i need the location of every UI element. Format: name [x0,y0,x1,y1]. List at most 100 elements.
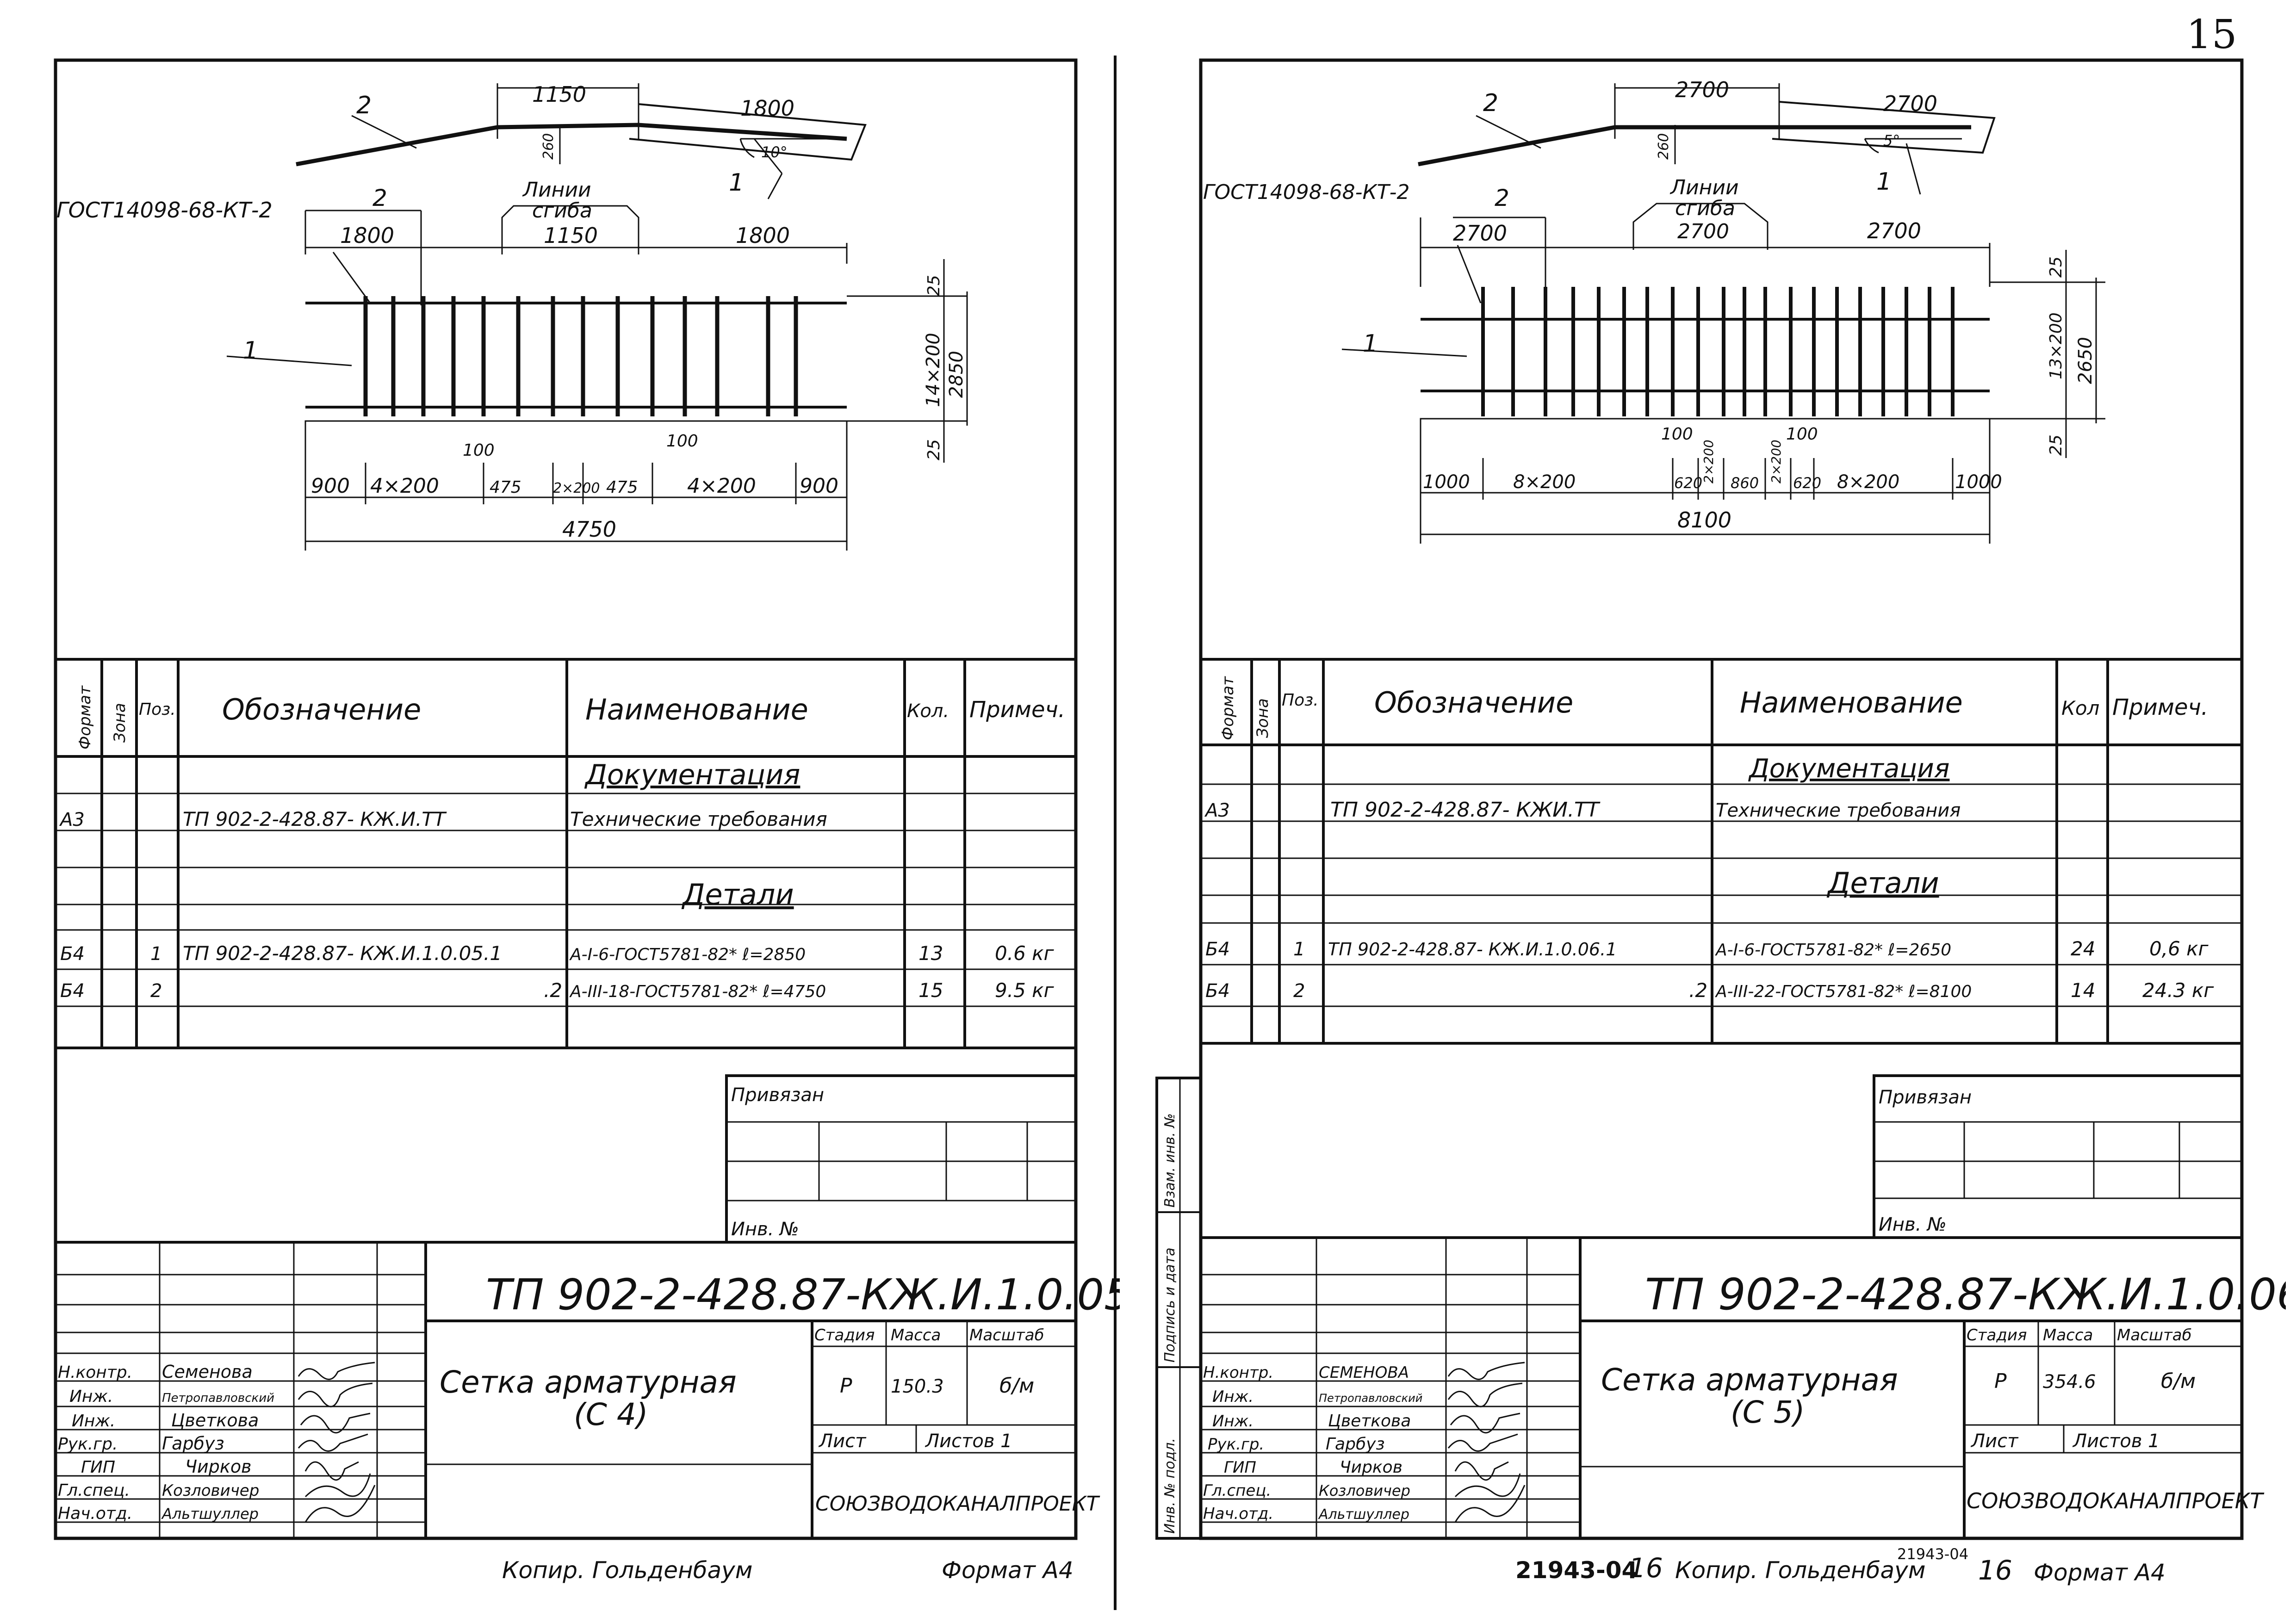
row-name: А-III-22-ГОСТ5781-82* ℓ=8100 [1715,982,1972,1001]
profile-dimension-box [1772,101,1996,154]
plan-dim-mid: 1150 [544,223,598,248]
bottom-dim: 900 [800,474,838,498]
mass-value: 150.3 [891,1376,944,1397]
signatures [298,1362,376,1523]
stage-value: Р [840,1374,852,1398]
mass-value: 354.6 [2043,1371,2096,1393]
role-label: Нач.отд. [58,1504,132,1523]
scale-label: Масштаб [2117,1326,2192,1344]
mesh-plan-view: ГОСТ14098-68-КТ-2 2 Линии сгиба 1800 115… [56,178,968,551]
row-note: 0.6 кг [995,942,1055,965]
section-details: Детали [681,878,794,911]
bend-lines-label-2: сгиба [1675,197,1735,220]
col-header-qty: Кол [2061,697,2099,719]
person-name: Петропавловский [1319,1392,1422,1405]
scale-value: б/м [2161,1369,2196,1393]
binding-block: Привязан Инв. № [725,1074,1077,1244]
format-note-left: Формат А4 [942,1557,1074,1584]
col-header-pos: Поз. [139,700,176,719]
plan-dim-total-height: 2850 [946,351,967,398]
plan-dim-100-a: 100 [463,441,495,460]
role-label: Инж. [69,1387,113,1406]
drawing-sheet-left: 2 1150 1800 260 10° 1 ГОСТ14098-68-КТ-2 … [54,58,1120,1540]
fold-line [1114,56,1117,1610]
person-name: Козловичер [162,1481,259,1500]
row-name: А-I-6-ГОСТ5781-82* ℓ=2650 [1715,941,1951,960]
plan-dim-total: 8100 [1677,508,1731,533]
transverse-bars [363,296,798,416]
plan-dim-100-b: 100 [666,432,698,451]
row-qty: 15 [918,979,943,1002]
bottom-dim: 4×200 [687,474,756,498]
person-name: Петропавловский [162,1391,274,1405]
bottom-dim: 2×200 [1701,440,1716,483]
role-label: Инж. [1212,1388,1253,1406]
bend-lines-label-1: Линии [522,178,591,202]
section-documentation: Документация [1748,754,1949,784]
bent-bar [296,123,847,167]
bottom-dim: 2×200 [553,480,600,496]
transverse-bars [1481,287,1955,416]
row-pos: 2 [150,980,162,1002]
row-pos: 2 [1293,980,1305,1002]
sheets-count-label: Листов 1 [2072,1431,2160,1452]
col-header-format: Формат [1219,676,1237,740]
profile-dimension-box [629,103,867,161]
row-designation: ТП 902-2-428.87- КЖ.И.1.0.05.1 [183,942,502,965]
row-qty: 13 [918,942,943,965]
bent-bar [1418,125,1971,167]
bottom-dim: 8×200 [1837,471,1899,493]
row-name: А-I-6-ГОСТ5781-82* ℓ=2850 [569,945,806,964]
plan-dim-mid: 2700 [1677,220,1729,243]
mass-label: Масса [2043,1326,2093,1344]
plan-dim-100-a: 100 [1661,425,1693,444]
profile-pos-1: 1 [729,169,744,197]
role-label: Гл.спец. [1203,1481,1271,1500]
bottom-dim: 620 [1674,474,1702,492]
bottom-dim: 1000 [1955,471,2002,493]
document-code: ТП 902-2-428.87-КЖ.И.1.0.05 [486,1270,1120,1319]
plan-dim-spacing: 13×200 [2047,312,2066,379]
sheet-label: Лист [818,1431,867,1452]
col-header-designation: Обозначение [1374,686,1573,719]
mass-label: Масса [891,1326,941,1344]
copied-by-right: Копир. Гольденбаум [1675,1557,1926,1584]
row-pos: 1 [1293,939,1305,960]
person-name: Альтшуллер [1318,1506,1409,1523]
row-format: Б4 [1205,939,1230,960]
plan-dim-total: 4750 [562,517,616,542]
plan-dim-left: 2700 [1453,221,1507,246]
person-name: Чирков [185,1456,251,1477]
col-header-pos: Поз. [1282,691,1319,710]
bend-lines-label-2: сгиба [532,199,592,223]
role-label: Гл.спец. [58,1481,130,1500]
role-label: Инж. [1212,1412,1253,1431]
profile-pos-2: 2 [356,92,372,119]
scale-label: Масштаб [969,1326,1044,1344]
plan-pos-2: 2 [372,185,387,211]
role-label: ГИП [81,1458,115,1477]
bottom-dim: 860 [1731,474,1759,492]
person-name: Цветкова [171,1410,259,1431]
plan-dim-right: 1800 [736,223,790,248]
row-qty: 24 [2071,937,2095,960]
archive-sheet-2: 16 [1978,1555,2012,1586]
role-label: Рук.гр. [1208,1435,1264,1454]
mesh-profile-view: 2 1150 1800 260 10° 1 [296,82,867,199]
person-name: Гарбуз [1326,1435,1385,1454]
organization-name: СОЮЗВОДОКАНАЛПРОЕКТ [1967,1488,2265,1513]
profile-dim-mid: 1150 [532,82,586,107]
row-format: А3 [59,809,85,830]
stage-value: Р [1994,1369,2007,1393]
side-stamp-replacement-inv: Взам. инв. № [1162,1113,1178,1208]
person-name: Чирков [1340,1458,1402,1477]
row-name: А-III-18-ГОСТ5781-82* ℓ=4750 [569,982,826,1001]
row-format: Б4 [1205,980,1230,1002]
col-header-zone: Зона [111,703,129,743]
col-header-note: Примеч. [969,697,1065,723]
scale-value: б/м [999,1374,1034,1398]
drawing-title: Сетка арматурная [440,1364,737,1400]
side-stamp: Инв. № подл. Подпись и дата Взам. инв. № [1155,1077,1202,1540]
person-name: СЕМЕНОВА [1319,1363,1409,1382]
plan-pos-2: 2 [1495,185,1509,211]
